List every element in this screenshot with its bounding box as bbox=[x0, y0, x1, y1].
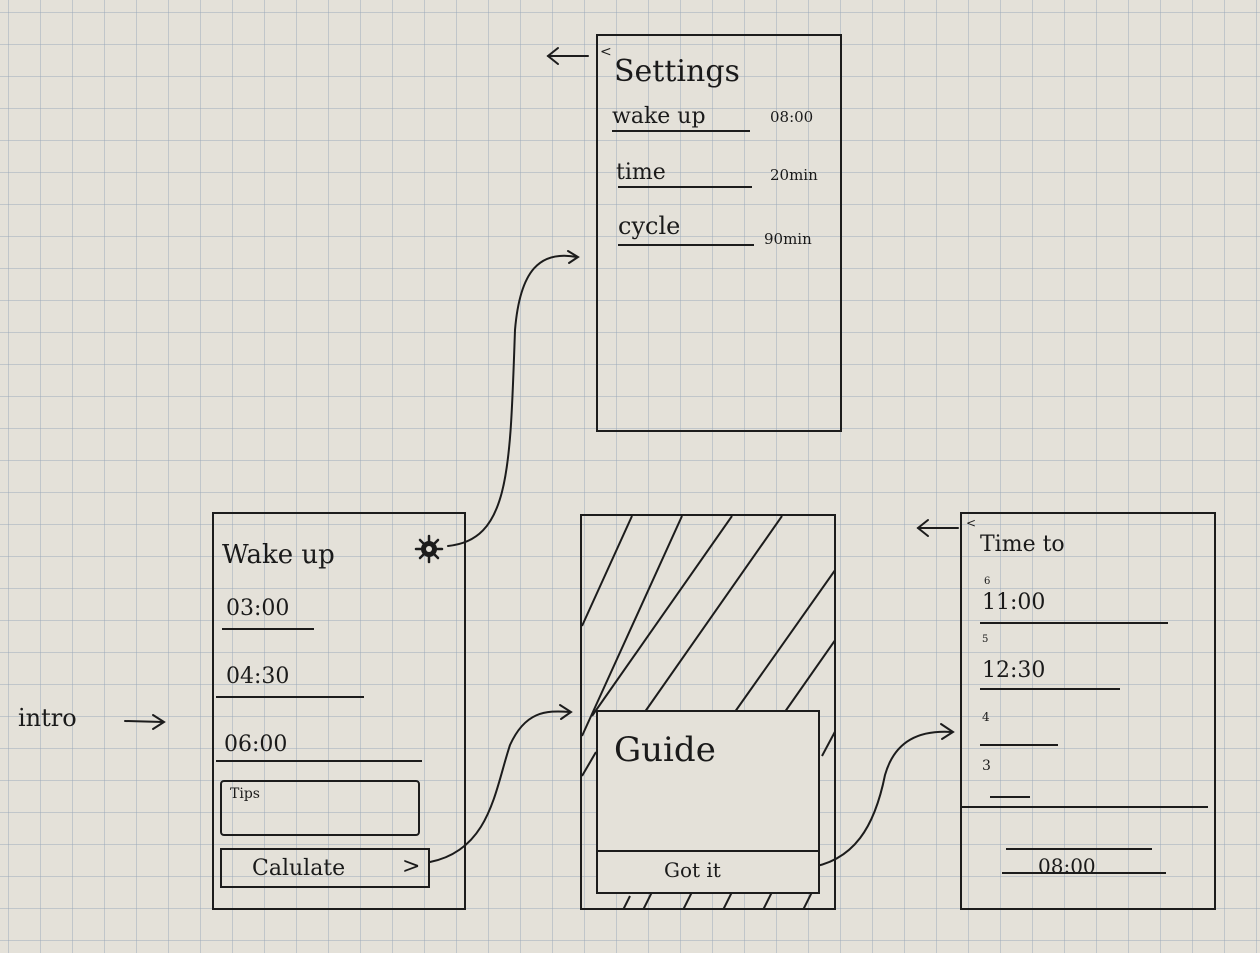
wakeup-time-option[interactable]: 06:00 bbox=[224, 732, 288, 757]
gear-icon[interactable] bbox=[414, 534, 444, 564]
cycle-marker: 5 bbox=[982, 634, 989, 645]
settings-screen: < Settings wake up 08:00 time 20min cycl… bbox=[596, 34, 842, 432]
time-underline bbox=[980, 744, 1058, 746]
settings-back-icon[interactable]: < bbox=[600, 44, 612, 60]
got-it-button[interactable]: Got it bbox=[664, 858, 721, 882]
time-underline bbox=[216, 696, 364, 698]
footer-line bbox=[1006, 848, 1152, 850]
time-underline bbox=[222, 628, 314, 630]
guide-divider bbox=[598, 850, 818, 852]
settings-row-label-time[interactable]: time bbox=[616, 160, 666, 185]
intro-arrow bbox=[124, 720, 164, 723]
wakeup-screen: Wake up 03:00 04:30 06:00 Tips Calulate … bbox=[212, 512, 466, 910]
timeto-divider bbox=[962, 806, 1208, 808]
timeto-title: Time to bbox=[980, 532, 1065, 557]
tips-label: Tips bbox=[230, 786, 260, 802]
cycle-marker: 3 bbox=[982, 758, 991, 774]
time-underline bbox=[980, 622, 1168, 624]
footer-time: 08:00 bbox=[1038, 854, 1096, 878]
calculate-label: Calulate bbox=[252, 856, 346, 881]
time-underline bbox=[990, 796, 1030, 798]
intro-label: intro bbox=[18, 704, 77, 732]
cycle-marker: 4 bbox=[982, 710, 990, 724]
hatch-overlay-pattern bbox=[582, 516, 834, 908]
calculate-button[interactable]: Calulate > bbox=[220, 848, 430, 888]
settings-row-label-cycle[interactable]: cycle bbox=[618, 212, 681, 240]
timeto-screen: < Time to 6 11:00 5 12:30 4 3 08:00 bbox=[960, 512, 1216, 910]
guide-dialog: Guide Got it bbox=[596, 710, 820, 894]
suggested-time[interactable]: 11:00 bbox=[982, 590, 1046, 615]
cycle-marker: 6 bbox=[984, 576, 991, 587]
guide-title: Guide bbox=[614, 730, 716, 770]
arrow-gotit-to-timeto bbox=[805, 730, 953, 869]
settings-row-value-cycle: 90min bbox=[764, 230, 812, 248]
settings-row-underline bbox=[618, 186, 752, 188]
settings-row-underline bbox=[618, 244, 754, 246]
time-underline bbox=[216, 760, 422, 762]
settings-row-underline bbox=[612, 130, 750, 132]
footer-line bbox=[1002, 872, 1166, 874]
wakeup-time-option[interactable]: 04:30 bbox=[226, 664, 290, 689]
chevron-right-icon: > bbox=[402, 854, 421, 879]
arrow-calculate-to-guide bbox=[429, 710, 571, 863]
timeto-back-icon[interactable]: < bbox=[966, 516, 977, 530]
settings-title: Settings bbox=[614, 54, 740, 89]
wakeup-time-option[interactable]: 03:00 bbox=[226, 596, 290, 621]
suggested-time[interactable]: 12:30 bbox=[982, 658, 1046, 683]
tips-box: Tips bbox=[220, 780, 420, 836]
time-underline bbox=[980, 688, 1120, 690]
settings-row-label-wakeup[interactable]: wake up bbox=[612, 104, 706, 129]
settings-row-value-wakeup: 08:00 bbox=[770, 108, 814, 126]
guide-screen: Guide Got it bbox=[580, 514, 836, 910]
arrow-gear-to-settings bbox=[447, 254, 578, 547]
settings-row-value-time: 20min bbox=[770, 166, 818, 184]
wakeup-title: Wake up bbox=[222, 540, 335, 570]
